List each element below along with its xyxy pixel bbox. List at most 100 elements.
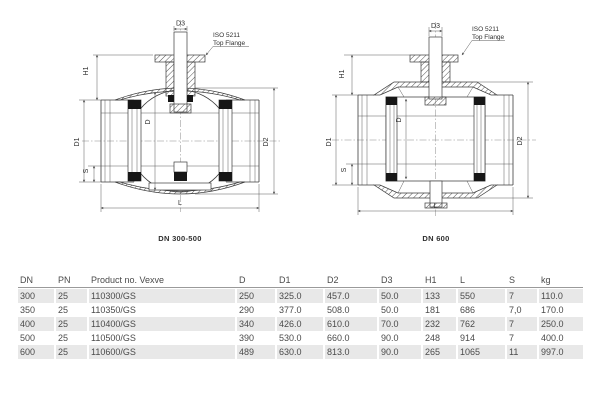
- dim-label-l: L: [178, 200, 182, 207]
- table-cell: 500: [20, 333, 36, 343]
- table-cell: 762: [458, 317, 505, 331]
- table-header-dn: DN: [20, 275, 33, 285]
- iso-leader-line: [461, 40, 473, 56]
- table-cell: 110400/GS: [89, 317, 235, 331]
- table-cell: 377.0: [279, 305, 302, 315]
- bottom-plate: [148, 182, 212, 191]
- table-cell: 390: [239, 333, 255, 343]
- table-cell: 660.0: [327, 333, 350, 343]
- diagram-dn300-500: D3 ISO 5211 Top Flange H1 D1 S D D2: [74, 20, 280, 212]
- table-cell: 914: [460, 333, 476, 343]
- table-cell: 686: [460, 305, 476, 315]
- table-cell: 170.0: [541, 305, 564, 315]
- table-header-h1: H1: [425, 275, 437, 285]
- table-cell: 110.0: [539, 289, 583, 303]
- dim-label-d1: D1: [74, 137, 81, 146]
- table-cell: 7,0: [509, 305, 522, 315]
- iso-flange-label-line2: Top Flange: [472, 34, 505, 41]
- table-cell: 25: [56, 345, 87, 359]
- iso-flange-label-line1: ISO 5211: [213, 32, 240, 39]
- table-cell: 25: [58, 333, 69, 343]
- table-cell: 7: [507, 289, 537, 303]
- table-cell: 250: [237, 289, 275, 303]
- table-cell: 340: [237, 317, 275, 331]
- table-cell: 110350/GS: [91, 305, 136, 315]
- header-divider: [18, 287, 583, 288]
- table-cell: 232: [423, 317, 456, 331]
- table-cell: 400: [18, 317, 54, 331]
- trunnion: [173, 161, 188, 173]
- dim-label-d: D: [145, 119, 152, 124]
- table-header-product-no-vexve: Product no. Vexve: [91, 275, 165, 285]
- table-header-d: D: [239, 275, 246, 285]
- table-cell: 110500/GS: [91, 333, 136, 343]
- table-cell: 110300/GS: [89, 289, 235, 303]
- table-cell: 248: [425, 333, 441, 343]
- table-cell: 530.0: [279, 333, 302, 343]
- table-cell: 25: [56, 289, 87, 303]
- table-cell: 1065: [458, 345, 505, 359]
- table-cell: 997.0: [539, 345, 583, 359]
- dimensions: D3 ISO 5211 Top Flange H1 D1 S D D2: [326, 23, 533, 215]
- dim-label-d2: D2: [263, 137, 270, 146]
- table-cell: 550: [458, 289, 505, 303]
- table-cell: 25: [58, 305, 69, 315]
- dim-label-h1: H1: [339, 69, 346, 78]
- table-header-d3: D3: [381, 275, 393, 285]
- iso-flange-label-line1: ISO 5211: [472, 26, 499, 33]
- iso-leader-line: [205, 46, 214, 56]
- table-header-d2: D2: [327, 275, 339, 285]
- centerlines: [332, 22, 536, 216]
- table-cell: 610.0: [325, 317, 377, 331]
- dim-label-l: L: [434, 203, 438, 210]
- table-header-pn: PN: [58, 275, 71, 285]
- table-cell: 813.0: [325, 345, 377, 359]
- table-header-d1: D1: [279, 275, 291, 285]
- table-cell: 250.0: [539, 317, 583, 331]
- table-cell: 110600/GS: [89, 345, 235, 359]
- stem-rod: [428, 36, 443, 100]
- table-cell: 489: [237, 345, 275, 359]
- table-cell: 7: [509, 333, 515, 343]
- table-cell: 7: [507, 317, 537, 331]
- table-cell: 181: [425, 305, 441, 315]
- dimensions: D3 ISO 5211 Top Flange H1 D1 S D D2: [74, 21, 278, 212]
- table-cell: 70.0: [379, 317, 421, 331]
- dim-label-d: D: [396, 117, 403, 122]
- stem-rod: [173, 31, 188, 113]
- table-cell: 50.0: [379, 289, 421, 303]
- pipe-ends: [357, 94, 514, 186]
- table-cell: 400.0: [541, 333, 564, 343]
- dim-label-h1: H1: [83, 66, 90, 75]
- stem-assembly: [154, 31, 206, 181]
- bore-lines: [101, 112, 259, 167]
- table-header-kg: kg: [541, 275, 551, 285]
- dim-label-d2: D2: [517, 136, 524, 145]
- diagram-dn600: D3 ISO 5211 Top Flange H1 D1 S D D2: [326, 22, 536, 216]
- bore-lines: [358, 115, 513, 165]
- dim-label-d1: D1: [326, 137, 333, 146]
- caption-dn600: DN 600: [422, 234, 450, 243]
- table-header-l: L: [460, 275, 466, 285]
- dim-label-d3: D3: [176, 21, 185, 28]
- table-cell: 457.0: [325, 289, 377, 303]
- seat-rings: [385, 96, 486, 182]
- caption-dn300-500: DN 300-500: [158, 234, 202, 243]
- table-cell: 600: [18, 345, 54, 359]
- table-cell: 290: [239, 305, 255, 315]
- table-cell: 508.0: [327, 305, 350, 315]
- table-cell: 11: [507, 345, 537, 359]
- table-cell: 630.0: [277, 345, 323, 359]
- table-cell: 133: [423, 289, 456, 303]
- dim-label-s: S: [341, 167, 348, 172]
- dim-label-s: S: [83, 168, 90, 173]
- table-cell: 25: [56, 317, 87, 331]
- table-cell: 265: [423, 345, 456, 359]
